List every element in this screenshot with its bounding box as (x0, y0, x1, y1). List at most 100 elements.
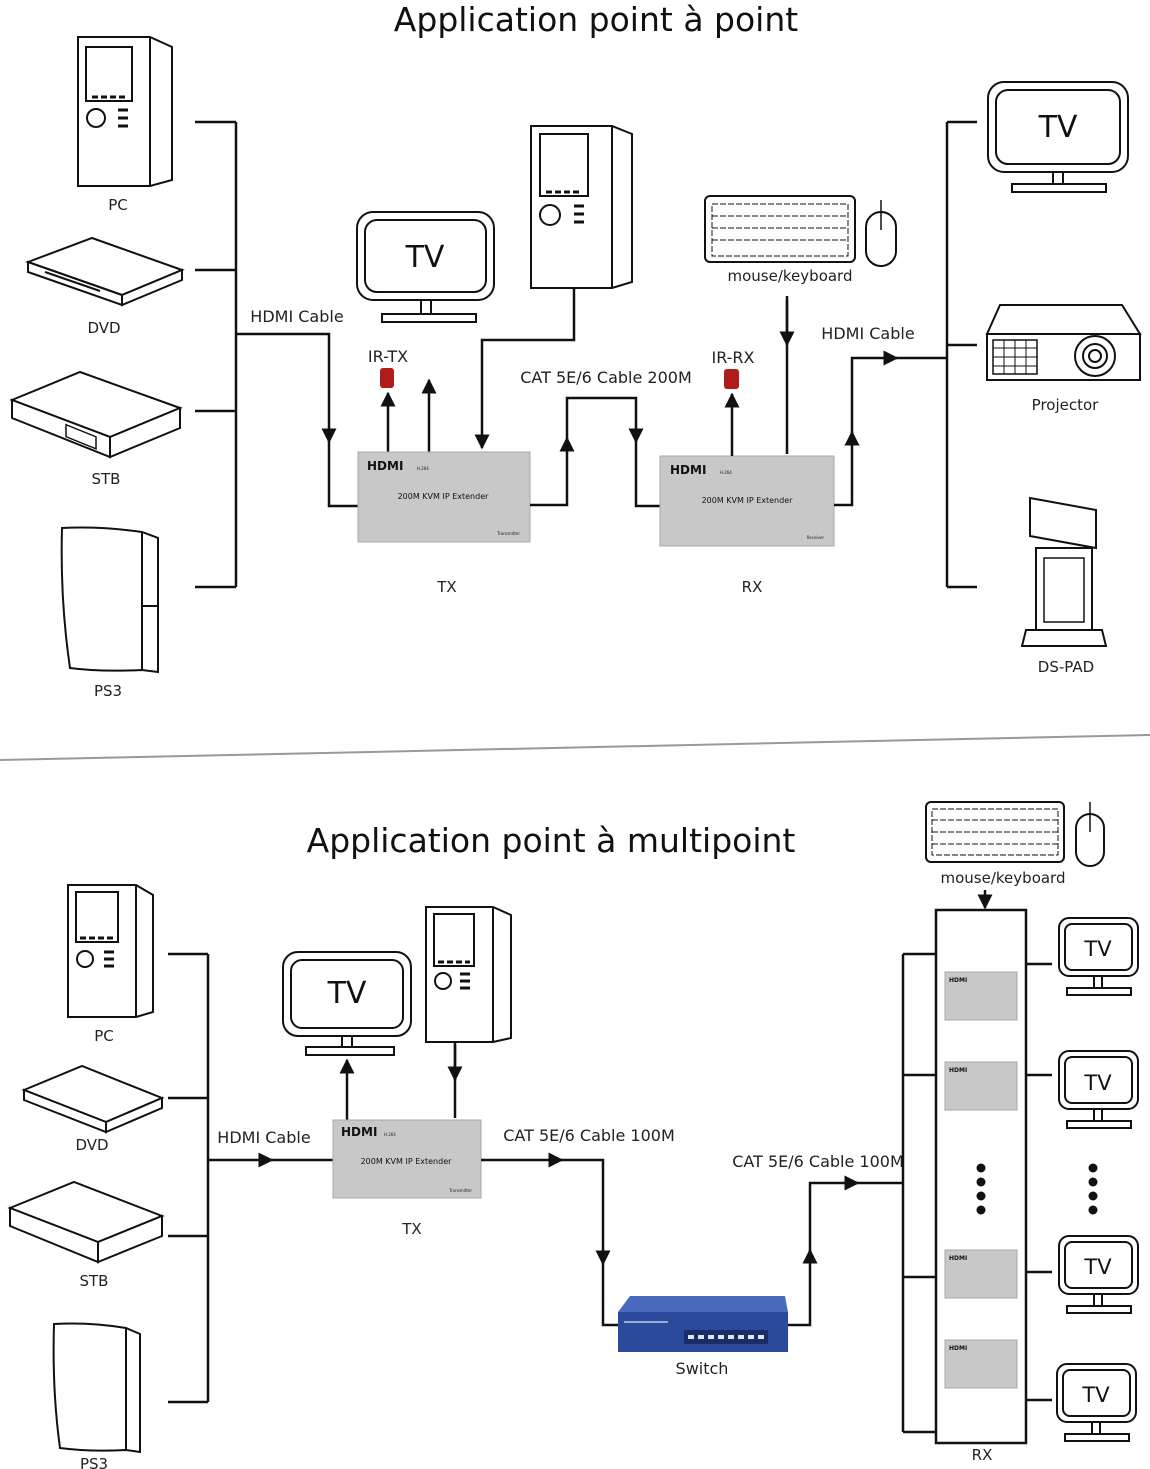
top-ir-tx-label: IR-TX (368, 347, 408, 366)
top-mouse-keyboard-label: mouse/keyboard (728, 267, 853, 285)
bottom-tx-caption: TX (401, 1220, 421, 1238)
rx-unit (944, 1249, 1018, 1299)
top-hdmi-in-label: HDMI Cable (250, 307, 343, 326)
pc-icon (67, 884, 154, 1018)
bottom-source-label-dvd: DVD (75, 1136, 108, 1154)
bottom-tx-role: Transmitter (448, 1188, 472, 1193)
tv-icon (356, 211, 495, 323)
pc-icon (530, 125, 633, 289)
bottom-source-bracket (168, 952, 333, 1404)
bottom-tx-logo: HDMI (341, 1125, 377, 1139)
tx-model: H.264 (417, 466, 429, 471)
bottom-tx-name: 200M KVM IP Extender (361, 1157, 453, 1166)
tx-role: Transmitter (496, 531, 520, 536)
rx-unit-logo: HDMI (949, 1067, 967, 1074)
bottom-source-label-ps3: PS3 (80, 1455, 108, 1469)
switch-label: Switch (676, 1359, 729, 1378)
rx-unit (944, 971, 1018, 1021)
tx-logo: HDMI (367, 459, 403, 473)
bottom-cat1-to-switch (601, 1262, 618, 1327)
tv-icon (282, 951, 412, 1056)
rx-unit-logo: HDMI (949, 1345, 967, 1352)
top-output-bracket (945, 120, 977, 589)
bottom-output-tv-label: TV (1081, 1383, 1110, 1407)
bottom-cat-label-2: CAT 5E/6 Cable 100M (732, 1152, 904, 1171)
bottom-title: Application point à multipoint (307, 821, 796, 860)
bottom-source-label-stb: STB (80, 1272, 109, 1290)
rx-unit-logo: HDMI (949, 1255, 967, 1262)
pc-icon (77, 36, 173, 187)
bottom-output-tv-label: TV (1083, 1255, 1112, 1279)
hdmi-out-link-2 (850, 350, 899, 434)
mouse-icon (865, 200, 897, 267)
tx-name: 200M KVM IP Extender (398, 492, 490, 501)
top-source-bracket (195, 120, 358, 589)
tv-icon (1056, 1363, 1137, 1442)
bottom-output-tv-label: TV (1083, 1071, 1112, 1095)
section-divider (0, 734, 1150, 761)
ps3-icon (60, 526, 159, 674)
bottom-hdmi-label: HDMI Cable (217, 1128, 310, 1147)
tx-extender (357, 451, 531, 543)
rx-unit (944, 1061, 1018, 1111)
top-source-label-stb: STB (92, 470, 121, 488)
top-hdmi-out-label: HDMI Cable (821, 324, 914, 343)
bottom-cat-label-1: CAT 5E/6 Cable 100M (503, 1126, 675, 1145)
tv-icon (987, 81, 1129, 193)
top-source-label-dvd: DVD (87, 319, 120, 337)
mouse-icon (1075, 802, 1105, 867)
cat-link-2 (565, 396, 644, 444)
hdmi-out-link-1 (834, 430, 860, 507)
rx-extender (659, 455, 835, 547)
tv-dots (1088, 1163, 1098, 1215)
tv-icon (1058, 1050, 1139, 1129)
bottom-cat2-up (788, 1248, 818, 1327)
rx-caption: RX (742, 578, 763, 596)
keyboard-icon (925, 801, 1065, 863)
rx-dots (976, 1163, 986, 1215)
bottom-tx-model: H.264 (384, 1132, 396, 1137)
ds-pad-icon (1020, 496, 1108, 647)
ir-rx-sensor-icon (724, 369, 739, 389)
rx-output-links (1026, 962, 1052, 1402)
top-ir-rx-label: IR-RX (711, 348, 754, 367)
pc-icon (425, 906, 512, 1043)
rx-logo: HDMI (670, 463, 706, 477)
bottom-tx-extender (332, 1119, 482, 1199)
tv-icon (1058, 917, 1139, 996)
bottom-source-label-pc: PC (94, 1027, 114, 1045)
bottom-mouse-keyboard-label: mouse/keyboard (941, 869, 1066, 887)
top-tv-label: TV (405, 240, 445, 275)
top-source-label-pc: PC (108, 196, 128, 214)
stb-icon (9, 370, 183, 459)
bottom-output-tv-label: TV (1083, 937, 1112, 961)
ir-tx-sensor-icon (380, 368, 394, 388)
ps3-icon (52, 1322, 141, 1454)
top-output-tv-label: TV (1038, 110, 1078, 145)
bottom-tv-label: TV (327, 976, 367, 1011)
top-title: Application point à point (394, 0, 798, 39)
rx-unit (944, 1339, 1018, 1389)
bottom-cat2-right (808, 1175, 860, 1252)
dvd-icon (21, 1064, 165, 1134)
top-pc-link (474, 288, 576, 450)
rx-input-bracket (901, 952, 936, 1434)
cat-link-3 (634, 440, 660, 508)
top-output-projector-label: Projector (1032, 396, 1099, 414)
switch-icon (618, 1296, 788, 1352)
tx-caption: TX (436, 578, 456, 596)
stb-icon (7, 1180, 165, 1264)
dvd-icon (25, 236, 185, 307)
projector-icon (985, 304, 1142, 381)
cat-link-1 (530, 436, 575, 507)
rx-unit-logo: HDMI (949, 977, 967, 984)
top-cat-label: CAT 5E/6 Cable 200M (520, 368, 692, 387)
rx-name: 200M KVM IP Extender (702, 496, 794, 505)
bottom-cat1-down (560, 1158, 611, 1266)
top-output-ds-pad-label: DS-PAD (1038, 658, 1094, 676)
tv-icon (1058, 1235, 1139, 1314)
rx-model: H.264 (720, 470, 732, 475)
keyboard-icon (704, 195, 856, 263)
top-source-label-ps3: PS3 (94, 682, 122, 700)
